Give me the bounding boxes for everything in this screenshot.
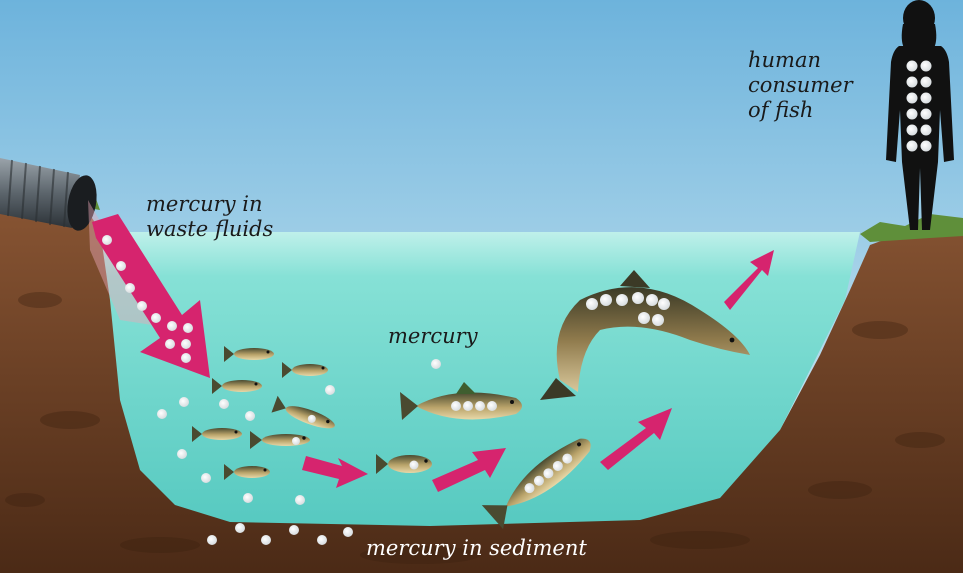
label-mercury-text: mercury [388,324,478,349]
label-human-line-2: consumer [748,73,853,98]
label-waste-line-1: mercury in [146,192,273,217]
label-human-line-3: of fish [748,98,853,123]
label-sediment-text: mercury in sediment [366,536,587,561]
label-human-consumer: human consumer of fish [748,48,853,123]
label-mercury-water: mercury [388,324,478,349]
label-sediment: mercury in sediment [366,536,587,561]
label-waste-fluids: mercury in waste fluids [146,192,273,242]
label-human-line-1: human [748,48,853,73]
label-waste-line-2: waste fluids [146,217,273,242]
